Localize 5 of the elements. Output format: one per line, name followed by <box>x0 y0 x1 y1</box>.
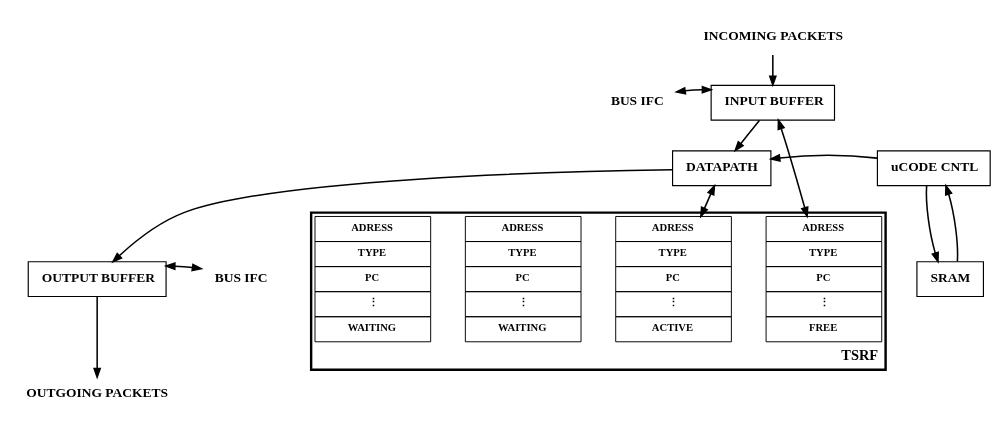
node-label: TSRF <box>841 347 879 364</box>
node-text: OUTGOING PACKETS <box>26 385 169 401</box>
node-text: INCOMING PACKETS <box>703 27 843 43</box>
node-text: BUS IFC <box>214 269 268 285</box>
node-text: BUS IFC <box>610 93 664 109</box>
